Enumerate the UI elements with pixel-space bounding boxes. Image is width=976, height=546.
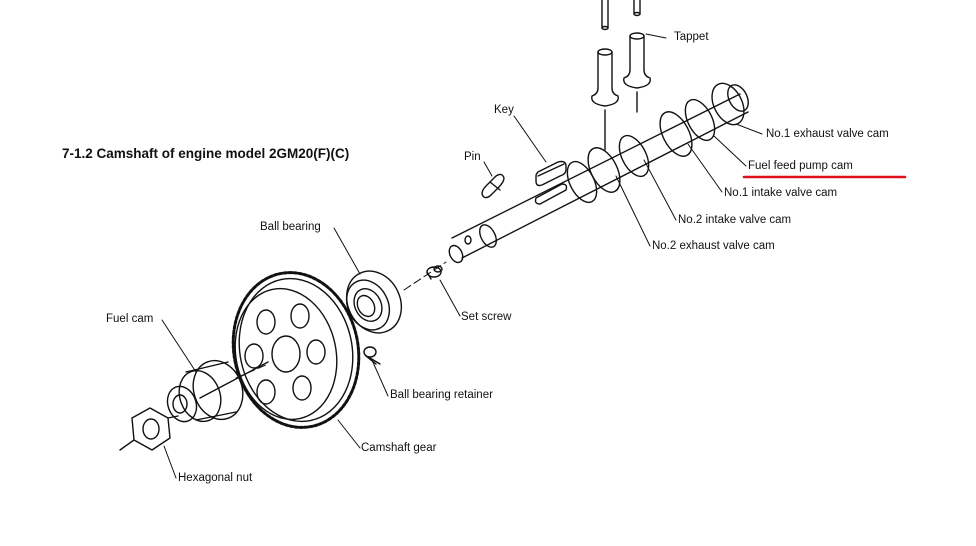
label-key: Key xyxy=(494,104,514,116)
label-ball-bearing: Ball bearing xyxy=(260,221,321,233)
ball-bearing-part xyxy=(345,270,403,334)
tappet-right xyxy=(623,0,651,113)
key-part xyxy=(535,160,567,187)
label-no2-intake-valve-cam: No.2 intake valve cam xyxy=(678,214,792,226)
assembly-axis xyxy=(235,261,447,379)
label-fuel-cam: Fuel cam xyxy=(106,313,154,325)
fuel-cam-part xyxy=(166,359,269,423)
label-pin: Pin xyxy=(464,151,481,163)
label-camshaft-gear: Camshaft gear xyxy=(361,442,437,454)
label-no1-exhaust-valve-cam: No.1 exhaust valve cam xyxy=(766,128,889,140)
label-set-screw: Set screw xyxy=(461,311,512,323)
label-no1-intake-valve-cam: No.1 intake valve cam xyxy=(724,187,838,199)
label-fuel-feed-pump-cam: Fuel feed pump cam xyxy=(748,160,853,172)
hex-nut-part xyxy=(119,407,179,451)
tappet-left xyxy=(591,0,619,151)
label-tappet: Tappet xyxy=(674,31,709,43)
retainer-part xyxy=(363,346,381,365)
label-hexagonal-nut: Hexagonal nut xyxy=(178,472,253,484)
pin-part xyxy=(481,173,505,199)
leader-lines xyxy=(161,33,763,479)
label-ball-bearing-retainer: Ball bearing retainer xyxy=(390,389,493,401)
label-no2-exhaust-valve-cam: No.2 exhaust valve cam xyxy=(652,240,775,252)
set-screw-part xyxy=(426,265,443,280)
camshaft-gear-part xyxy=(231,271,361,429)
diagram-title: 7-1.2 Camshaft of engine model 2GM20(F)(… xyxy=(62,146,350,161)
camshaft xyxy=(448,82,749,264)
